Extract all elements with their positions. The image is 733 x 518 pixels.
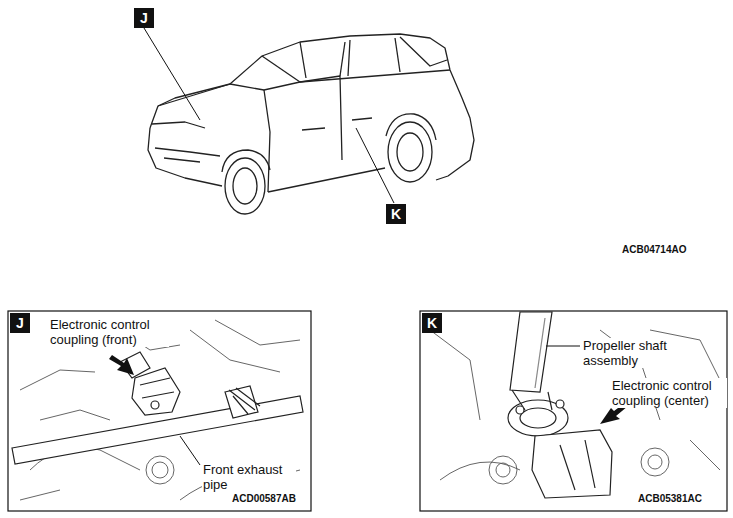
propeller-shaft <box>510 312 552 392</box>
figure-code: ACD00587AB <box>231 493 297 505</box>
callout-letter: K <box>422 313 442 333</box>
chassis-sketch <box>20 320 300 500</box>
callout-letter-text: J <box>140 11 148 25</box>
part-label: Propeller shaft assembly <box>582 338 688 368</box>
part-label: Electronic control coupling (front) <box>49 317 169 347</box>
callout-letter-text: K <box>427 316 437 330</box>
callout-letter-text: J <box>16 316 24 330</box>
leader-line <box>180 436 200 465</box>
front-coupling <box>120 352 180 415</box>
callout-letter: J <box>134 8 154 28</box>
leader-line <box>546 346 580 347</box>
figure-code: ACB05381AC <box>637 493 703 505</box>
part-label: Electronic control coupling (center) <box>611 378 727 408</box>
part-label: Front exhaust pipe <box>202 462 296 492</box>
callout-letter: J <box>10 313 30 333</box>
detail-frame <box>420 311 727 511</box>
callout-letter-text: K <box>391 207 401 221</box>
leader-line <box>144 28 394 203</box>
vehicle-outline <box>148 34 474 214</box>
callout-letter: K <box>386 204 406 224</box>
detail-frame <box>8 311 311 511</box>
pointer-arrow <box>109 355 134 375</box>
center-coupling <box>508 390 612 498</box>
figure-code: ACB04714AO <box>621 244 687 256</box>
